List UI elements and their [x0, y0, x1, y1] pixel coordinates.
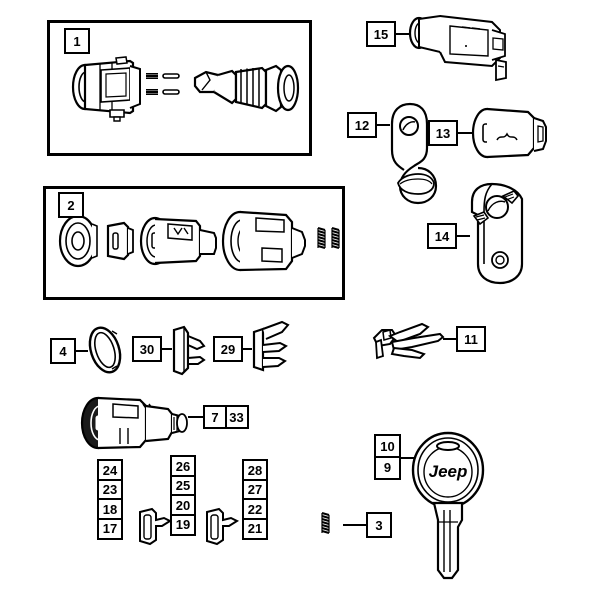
- part-30-retainer-clip-left: [162, 325, 206, 376]
- callout-9[interactable]: 9: [374, 455, 401, 480]
- callout-17[interactable]: 17: [97, 517, 123, 540]
- part-tumbler-pin-small-right: [206, 507, 240, 546]
- callout-1[interactable]: 1: [64, 28, 90, 54]
- group-box-1: [47, 20, 312, 156]
- callout-19[interactable]: 19: [170, 513, 196, 536]
- callout-13[interactable]: 13: [428, 120, 458, 146]
- callout-7[interactable]: 7: [203, 405, 227, 429]
- part-9-10-jeep-key-blank: Jeep: [401, 431, 485, 580]
- callout-21[interactable]: 21: [242, 517, 268, 540]
- callout-24[interactable]: 24: [97, 459, 123, 481]
- callout-30[interactable]: 30: [132, 336, 162, 362]
- callout-12[interactable]: 12: [347, 112, 377, 138]
- callout-stack-26-25-20-19: 26 25 20 19: [170, 455, 196, 536]
- part-tumbler-pin-small-left: [139, 507, 173, 546]
- callout-stack-10-9: 10 9: [374, 434, 401, 480]
- part-13-lock-cylinder-plug: [458, 107, 547, 159]
- callout-11[interactable]: 11: [456, 326, 486, 352]
- group-box-2: [43, 186, 345, 300]
- callout-14[interactable]: 14: [427, 223, 457, 249]
- part-7-33-trunk-lock-cylinder: [80, 396, 203, 450]
- callout-2[interactable]: 2: [58, 192, 84, 218]
- part-29-retainer-clip-right: [243, 320, 290, 372]
- part-14-lock-lever-bracket: [457, 182, 524, 285]
- callout-27[interactable]: 27: [242, 478, 268, 501]
- callout-29[interactable]: 29: [213, 336, 243, 362]
- part-3-coil-spring: [321, 512, 366, 534]
- callout-stack-28-27-22-21: 28 27 22 21: [242, 459, 268, 540]
- callout-3[interactable]: 3: [366, 512, 392, 538]
- callout-10[interactable]: 10: [374, 434, 401, 458]
- part-15-steering-column-lock-housing: [396, 14, 507, 82]
- callout-15[interactable]: 15: [366, 21, 396, 47]
- part-4-lock-cylinder-gasket-ring: [76, 326, 122, 374]
- callout-4[interactable]: 4: [50, 338, 76, 364]
- jeep-logo-text: Jeep: [429, 462, 468, 481]
- callout-33[interactable]: 33: [224, 405, 249, 429]
- group-1-parts-illustration: [71, 56, 300, 122]
- part-11-lock-actuator-clip: [372, 322, 456, 360]
- part-12-sentry-key-transmitter-fob: [377, 102, 438, 205]
- callout-stack-24-23-18-17: 24 23 18 17: [97, 459, 123, 540]
- callout-26[interactable]: 26: [170, 455, 196, 477]
- callout-pair-7-33: 7 33: [203, 405, 249, 429]
